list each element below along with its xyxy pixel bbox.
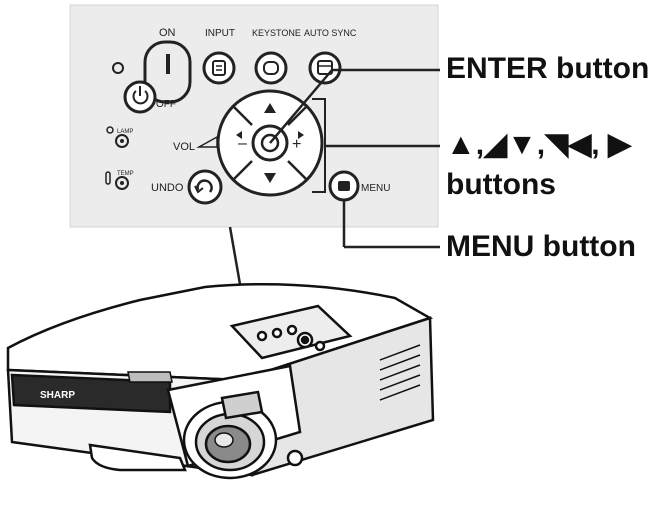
input-button	[202, 51, 236, 85]
projector-brand-logo: SHARP	[40, 390, 75, 401]
left-minus-glyph: –	[238, 135, 247, 152]
lamp-label: LAMP	[117, 129, 133, 135]
adjustment-foot	[88, 443, 187, 472]
right-arrow-icon	[298, 131, 304, 139]
down-arrow-icon	[264, 173, 276, 183]
control-panel-closeup: ON OFF INPUT KEYSTONE AUTO SYNC	[69, 4, 439, 228]
right-plus-glyph: +	[292, 136, 301, 153]
lamp-indicator-icon	[106, 126, 129, 148]
enter-leader-line	[269, 69, 333, 144]
projector-illustration	[6, 282, 435, 480]
side-vents	[379, 344, 421, 401]
undo-button	[187, 169, 223, 205]
menu-button-callout: MENU button	[446, 230, 636, 263]
auto-sync-label: AUTO SYNC	[304, 28, 357, 38]
menu-button	[328, 170, 360, 202]
front-dark-strip	[10, 373, 172, 414]
projector-top	[6, 282, 434, 382]
vol-label: VOL	[173, 141, 195, 153]
focus-ring	[220, 390, 264, 420]
auto-sync-button	[308, 51, 342, 85]
menu-label: MENU	[361, 183, 390, 194]
keystone-label: KEYSTONE	[252, 28, 301, 38]
temp-indicator-icon	[105, 171, 129, 190]
left-arrow-icon	[236, 131, 242, 139]
temp-label: TEMP	[117, 171, 134, 177]
arrow-buttons-callout-glyphs: ▲,◢▼,◥◀, ▶	[446, 128, 632, 161]
enter-button-callout: ENTER button	[446, 52, 650, 85]
off-label: OFF	[156, 99, 176, 110]
side-knob	[286, 449, 304, 467]
top-vent	[127, 371, 173, 383]
up-arrow-icon	[264, 103, 276, 113]
arrow-buttons-callout-suffix: buttons	[446, 168, 556, 201]
enter-icon	[260, 133, 280, 153]
input-label: INPUT	[205, 28, 235, 39]
undo-label: UNDO	[151, 182, 184, 194]
power-button	[123, 40, 192, 114]
keystone-button	[254, 51, 288, 85]
power-indicator-icon	[112, 62, 124, 74]
on-label: ON	[159, 27, 176, 39]
